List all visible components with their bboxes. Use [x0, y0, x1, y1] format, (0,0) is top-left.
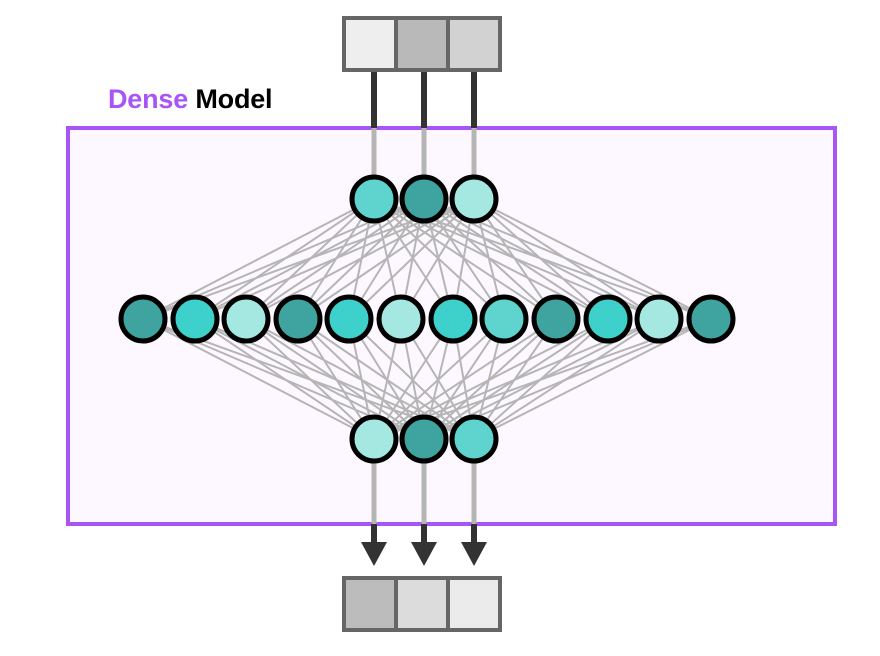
output-token-bar	[342, 576, 502, 632]
neuron-hidden-4	[324, 294, 374, 344]
output-projection-layer	[349, 414, 499, 464]
neuron-output-0	[349, 414, 399, 464]
neuron-output-1	[399, 414, 449, 464]
edge-input-to-hidden	[473, 198, 660, 320]
neuron-hidden-8	[531, 294, 581, 344]
neuron-hidden-7	[479, 294, 529, 344]
neuron-hidden-3	[273, 294, 323, 344]
output-token-cell-0	[342, 576, 398, 632]
output-token-cell-1	[394, 576, 450, 632]
neuron-hidden-2	[221, 294, 271, 344]
neuron-input-2	[449, 174, 499, 224]
edge-input-to-hidden	[297, 198, 475, 320]
title-model-word: Model	[195, 84, 273, 114]
neuron-hidden-6	[428, 294, 478, 344]
output-arrow-head-2	[461, 542, 487, 566]
neuron-output-2	[449, 414, 499, 464]
neuron-hidden-9	[583, 294, 633, 344]
edge-hidden-to-output	[194, 318, 375, 440]
neuron-hidden-10	[634, 294, 684, 344]
hidden-dense-layer	[118, 294, 736, 344]
output-arrow-head-1	[411, 542, 437, 566]
io-connectors-inside	[371, 128, 477, 524]
edge-hidden-to-output	[245, 318, 375, 440]
input-token-cell-0	[342, 16, 398, 72]
output-arrow-head-0	[361, 542, 387, 566]
edge-hidden-to-output	[373, 318, 505, 440]
input-token-cell-1	[394, 16, 450, 72]
diagram-title: Dense Model	[108, 84, 273, 114]
title-dense-word: Dense	[108, 84, 189, 114]
neuron-hidden-0	[118, 294, 168, 344]
input-token-bar	[342, 16, 502, 72]
input-projection-layer	[349, 174, 499, 224]
neuron-hidden-1	[170, 294, 220, 344]
neuron-input-0	[349, 174, 399, 224]
output-token-cell-2	[446, 576, 502, 632]
neuron-layers	[118, 174, 736, 464]
neuron-hidden-11	[686, 294, 736, 344]
neuron-hidden-5	[376, 294, 426, 344]
edge-hidden-to-output	[373, 318, 557, 440]
input-token-cell-2	[446, 16, 502, 72]
neuron-input-1	[399, 174, 449, 224]
edge-input-to-hidden	[473, 198, 609, 320]
io-connectors-outside	[361, 70, 487, 566]
edge-input-to-hidden	[348, 198, 475, 320]
